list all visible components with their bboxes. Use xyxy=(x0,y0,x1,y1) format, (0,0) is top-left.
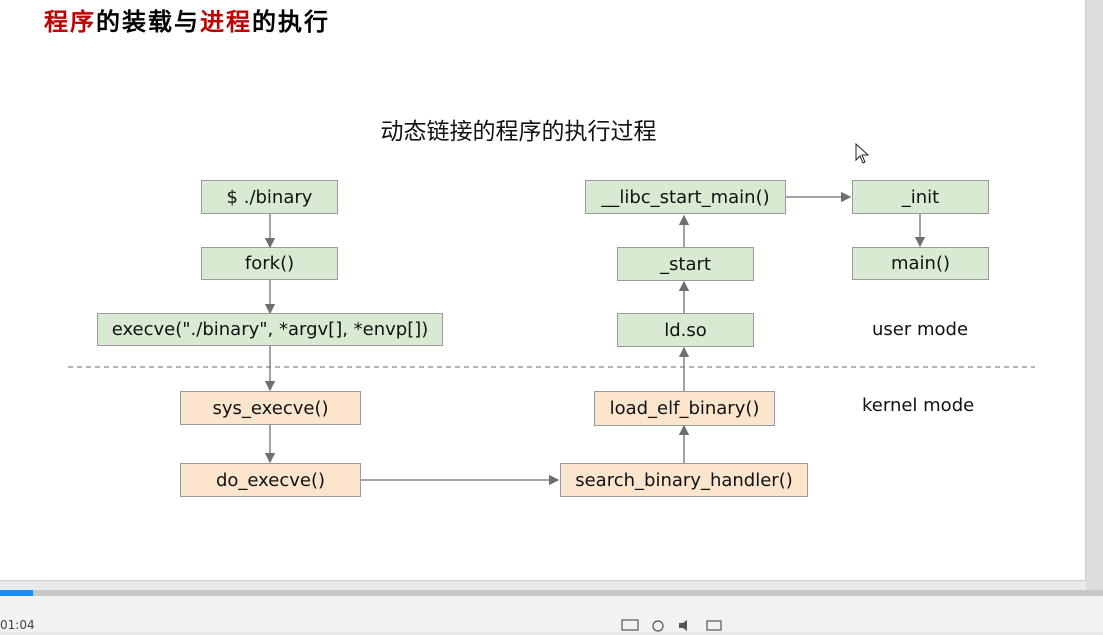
node-start: _start xyxy=(617,247,754,281)
header-title-part4: 的执行 xyxy=(252,7,330,36)
slide-header-title: 程序的装载与进程的执行 xyxy=(44,2,330,37)
node-binary: $ ./binary xyxy=(201,180,338,214)
volume-icon[interactable] xyxy=(676,618,696,632)
video-progress-fill xyxy=(0,590,34,596)
right-side-strip xyxy=(1086,0,1103,590)
slide: 程序的装载与进程的执行 动态链接的程序的执行过程 $ ./binary fork… xyxy=(0,0,1086,581)
header-title-part1: 程序 xyxy=(44,7,96,36)
node-fork: fork() xyxy=(201,247,338,280)
fullscreen-icon[interactable] xyxy=(704,618,724,632)
header-title-part3: 进程 xyxy=(200,7,252,36)
diagram-connectors xyxy=(68,191,1035,486)
kernel-mode-label: kernel mode xyxy=(862,395,975,416)
video-player-bar xyxy=(0,590,1103,632)
node-sys-execve: sys_execve() xyxy=(180,391,361,425)
subtitle-icon[interactable] xyxy=(620,618,640,632)
node-load-elf-binary: load_elf_binary() xyxy=(594,391,775,426)
mouse-cursor-icon xyxy=(855,143,870,164)
node-ld-so: ld.so xyxy=(617,313,754,347)
diagram-title: 动态链接的程序的执行过程 xyxy=(380,119,657,145)
node-libc-start-main: __libc_start_main() xyxy=(585,180,786,214)
video-time: 01:04 xyxy=(0,618,35,632)
player-controls xyxy=(620,618,724,632)
settings-icon[interactable] xyxy=(648,618,668,632)
node-init: _init xyxy=(852,180,989,214)
header-title-part2: 的装载与 xyxy=(96,7,200,36)
node-main: main() xyxy=(852,247,989,280)
node-execve: execve("./binary", *argv[], *envp[]) xyxy=(97,313,443,346)
node-search-binary-handler: search_binary_handler() xyxy=(560,463,808,497)
video-progress-track[interactable] xyxy=(0,590,1103,596)
user-mode-label: user mode xyxy=(872,319,969,340)
node-do-execve: do_execve() xyxy=(180,463,361,497)
